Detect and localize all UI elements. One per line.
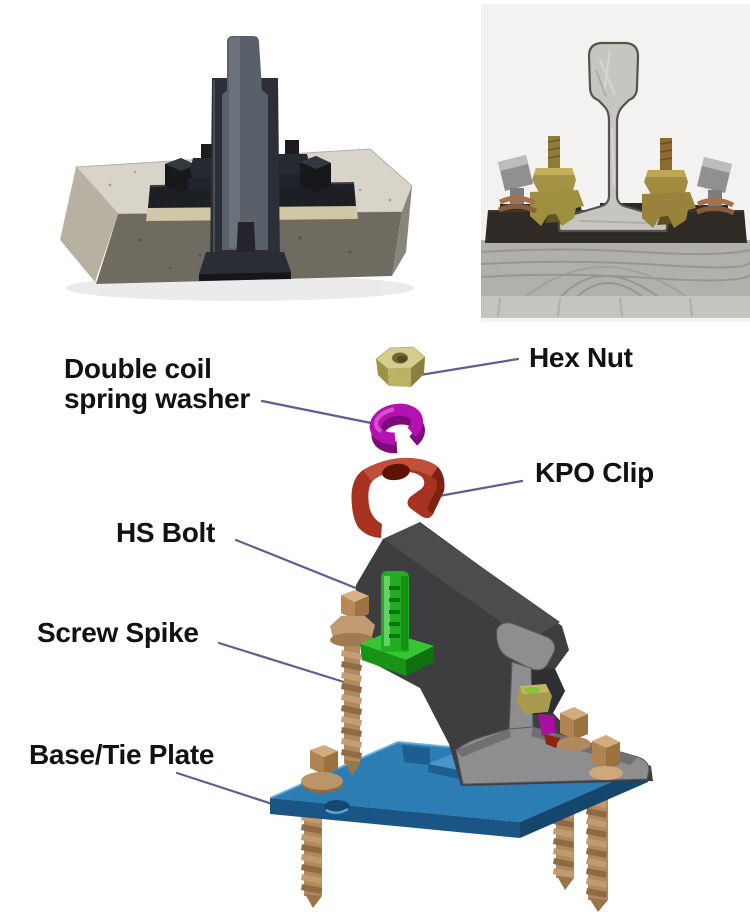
kpo-clip-graphic — [351, 457, 445, 538]
rail-end-on — [199, 36, 291, 281]
wood-front-streaks — [497, 297, 693, 317]
screw-spike-below-right-2 — [586, 796, 608, 912]
spike-head-on-plate-left — [301, 745, 343, 793]
photo-left-clip-assembly — [530, 136, 584, 226]
label-kpo-clip: KPO Clip — [535, 457, 654, 488]
label-hs-bolt: HS Bolt — [116, 517, 216, 548]
photo-right-clip-assembly — [642, 138, 696, 228]
label-base-tie-plate: Base/Tie Plate — [29, 739, 215, 770]
label-screw-spike: Screw Spike — [37, 617, 199, 648]
hs-bolt-graphic — [360, 571, 434, 676]
label-double-coil-line1: Double coil — [64, 353, 212, 384]
spring-washer-graphic — [369, 403, 425, 454]
leader-screw-spike — [217, 641, 346, 684]
label-hex-nut: Hex Nut — [529, 342, 633, 373]
photo-left-rail-on-concrete-sleeper — [60, 36, 415, 301]
label-double-coil-spring-washer: Double coil spring washer — [64, 354, 250, 414]
photo-right-spike — [695, 157, 736, 216]
leader-hex-nut — [418, 357, 520, 377]
leader-spring-washer — [260, 399, 378, 426]
label-double-coil-line2: spring washer — [64, 383, 250, 414]
assembled-nut-washer-clip — [516, 684, 560, 748]
hex-nut-graphic — [375, 346, 426, 387]
screw-spike-below-right-1 — [553, 806, 574, 890]
spike-heads-on-plate-right — [557, 707, 623, 780]
wood-tie — [481, 240, 750, 298]
clip-hole — [382, 463, 410, 481]
screw-spike-below-left — [301, 812, 322, 908]
photo-left-spike — [497, 155, 538, 214]
photo-right-rail-cross-section — [480, 4, 750, 322]
wood-grain — [480, 248, 750, 299]
leader-kpo-clip — [426, 479, 524, 500]
